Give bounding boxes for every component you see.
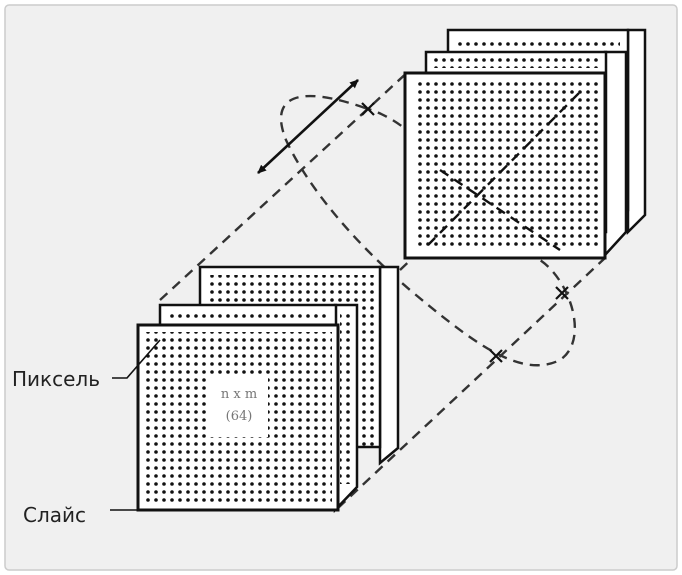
double-arrow [257,79,359,174]
path-cross-markers [361,102,569,363]
matrix-size-label: n x m [221,387,257,402]
matrix-count-label: (64) [226,409,253,424]
pixel-leader-line [112,339,161,379]
front-stack-slice-1: n x m (64) [136,323,340,512]
pixel-label: Пиксель [12,367,100,391]
back-slice-stack [403,28,647,260]
cross-marker-2 [489,349,503,363]
back-slice-diagonal [427,91,581,246]
back-slice-cross-diagonal [439,169,561,251]
slice-label: Слайс [23,503,86,527]
cross-marker-1 [361,102,375,116]
cross-marker-3 [555,286,569,300]
back-stack-slice-1 [403,71,607,260]
frustum-edge-top-left [159,69,411,301]
matrix-label-box [210,375,268,437]
front-slice-stack: n x m (64) [136,265,400,514]
frustum-edge-bottom-right [337,257,606,509]
